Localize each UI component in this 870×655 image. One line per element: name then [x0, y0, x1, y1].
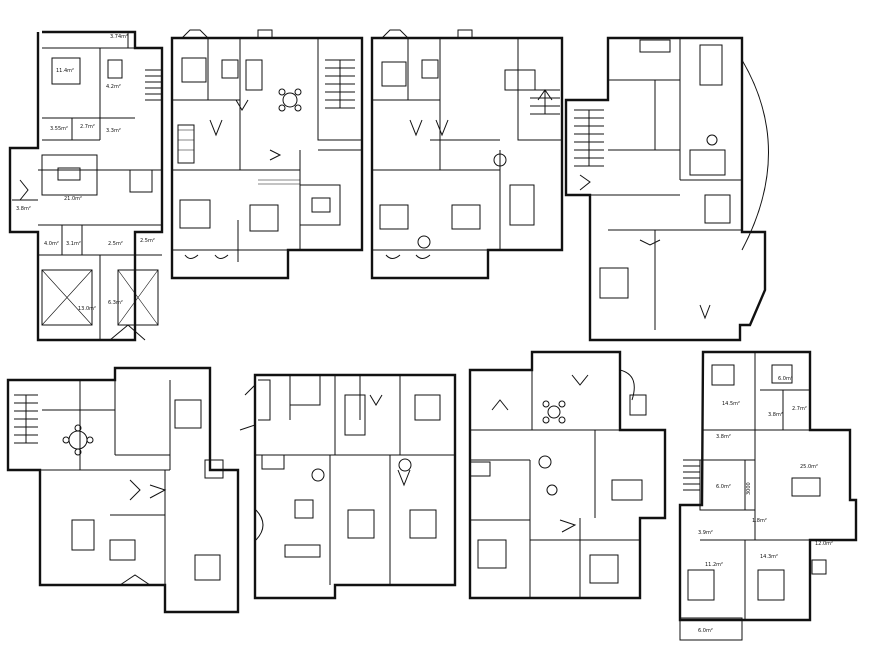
- plan-1: 3.74m² 11.4m² 4.2m² 3.55m² 2.7m² 3.3m² 2…: [8, 30, 164, 342]
- plan-1-room-l-label: 2.5m²: [140, 238, 155, 244]
- plan-7: [468, 350, 667, 600]
- plan-8-room-d-label: 2.7m²: [792, 406, 807, 412]
- plan-8-room-a-label: 14.5m²: [722, 401, 740, 407]
- plan-4: [564, 36, 769, 342]
- plan-8-room-f-label: 25.0m²: [800, 464, 818, 470]
- plan-8-room-l-label: 12.0m²: [815, 541, 833, 547]
- plan-2: [170, 29, 364, 280]
- plan-1-room-e-label: 2.7m²: [80, 124, 95, 130]
- plan-8: 14.5m² 6.0m² 3.8m² 2.7m² 3.8m² 25.0m² 6.…: [678, 350, 858, 641]
- plan-8-room-n-label: 6.0m²: [698, 628, 713, 634]
- plan-3: [370, 29, 564, 280]
- plan-1-room-n-label: 6.3m²: [108, 300, 123, 306]
- plan-6: [239, 373, 457, 600]
- plan-8-room-i-label: 1.8m²: [752, 518, 767, 524]
- plan-8-room-g-label: 6.0m²: [716, 484, 731, 490]
- plan-8-room-m-label: 11.2m²: [705, 562, 723, 568]
- plan-5: [6, 366, 240, 614]
- plan-1-room-f-label: 3.3m²: [106, 128, 121, 134]
- plan-1-room-j-label: 3.1m²: [66, 241, 81, 247]
- plan-1-room-a-label: 3.74m²: [110, 34, 128, 40]
- plan-1-room-c-label: 4.2m²: [106, 84, 121, 90]
- plan-8-room-e-label: 3.8m²: [716, 434, 731, 440]
- plan-8-room-h-label: 3000: [746, 482, 752, 495]
- plan-1-room-d-label: 3.55m²: [50, 126, 68, 132]
- plan-1-room-b-label: 11.4m²: [56, 68, 74, 74]
- plan-8-room-j-label: 3.9m²: [698, 530, 713, 536]
- plan-8-room-k-label: 14.3m²: [760, 554, 778, 560]
- plan-1-room-g-label: 21.0m²: [64, 196, 82, 202]
- plan-1-room-m-label: 13.0m²: [78, 306, 96, 312]
- plan-1-room-k-label: 2.5m²: [108, 241, 123, 247]
- plan-8-room-c-label: 3.8m²: [768, 412, 783, 418]
- plan-1-room-h-label: 3.8m²: [16, 206, 31, 212]
- plan-1-room-i-label: 4.0m²: [44, 241, 59, 247]
- plan-8-room-b-label: 6.0m²: [778, 376, 793, 382]
